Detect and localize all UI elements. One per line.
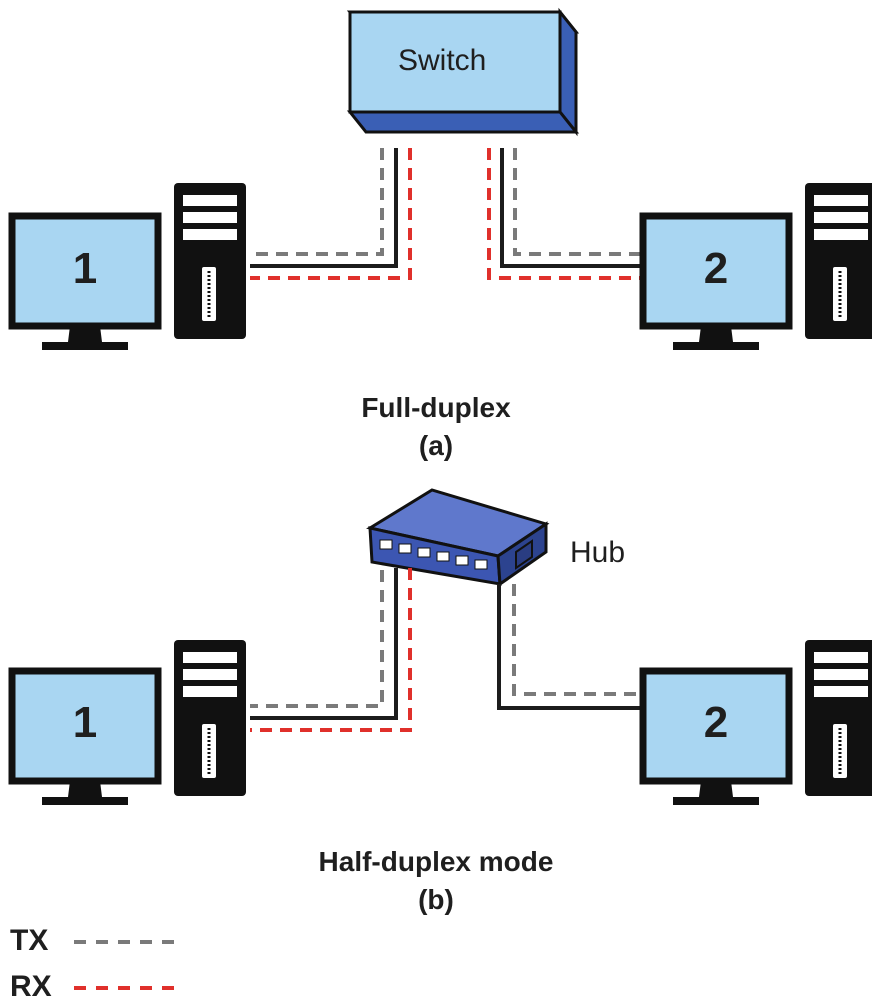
switch-device [346, 7, 580, 137]
left-tx-line-b [250, 570, 384, 708]
pc1-tower-b [172, 638, 248, 798]
half-duplex-letter: (b) [418, 884, 454, 915]
half-duplex-links [250, 568, 640, 732]
switch-label: Switch [398, 44, 487, 77]
right-cable-b [497, 584, 640, 710]
left-rx-line [250, 148, 412, 280]
right-tx-line [513, 148, 640, 256]
legend-tx-label: TX [10, 924, 49, 957]
left-cable [250, 148, 398, 268]
half-duplex-title: Half-duplex mode [318, 846, 554, 877]
hub-label: Hub [570, 536, 626, 569]
pc2-label-b: 2 [703, 698, 729, 747]
pc1-tower-a [172, 181, 248, 341]
full-duplex-letter: (a) [418, 430, 454, 461]
right-cable [500, 148, 640, 268]
hub-device [366, 488, 550, 587]
pc1-label-b: 1 [72, 698, 98, 747]
pc1-label-a: 1 [72, 244, 98, 293]
full-duplex-links [250, 148, 640, 280]
right-tx-line-b [512, 584, 640, 696]
left-tx-line [250, 148, 384, 256]
left-rx-line-b [250, 568, 412, 732]
left-cable-b [250, 568, 398, 720]
legend-rx-label: RX [10, 970, 52, 1003]
full-duplex-title: Full-duplex [361, 392, 511, 423]
pc2-tower-a [803, 181, 872, 341]
pc2-label-a: 2 [703, 244, 729, 293]
right-rx-line [487, 148, 640, 280]
pc2-tower-b [803, 638, 872, 798]
